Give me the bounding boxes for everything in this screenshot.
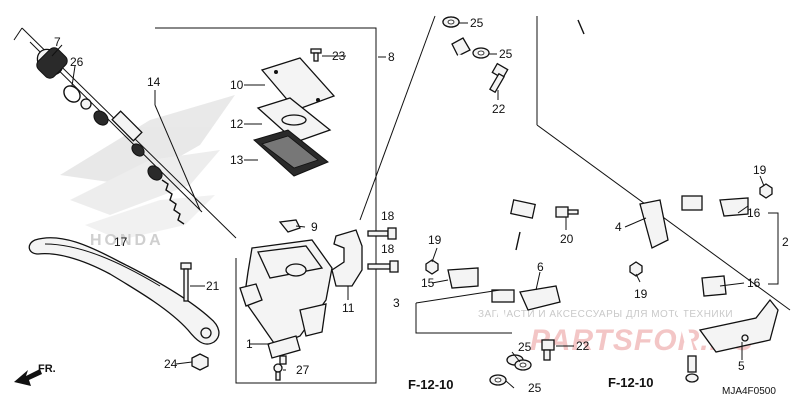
callout-6: 6: [537, 260, 544, 274]
sealing-washer-25-bottom: [489, 374, 507, 386]
bracket-5: [698, 298, 779, 353]
callout-4: 4: [615, 220, 622, 234]
clip-9: [278, 219, 301, 233]
bolt-20: [555, 206, 579, 218]
bolt-19-right-lower: [629, 261, 643, 277]
screw-23: [310, 48, 322, 62]
callout-20: 20: [560, 232, 574, 246]
oil-bolt-22-lower: [541, 339, 555, 361]
brake-switch-1: [267, 335, 301, 365]
callout-9: 9: [311, 220, 318, 234]
nut-24: [191, 353, 209, 371]
callout-14: 14: [147, 75, 161, 89]
reference-left: F-12-10: [408, 377, 454, 392]
callout-1: 1: [246, 337, 253, 351]
callout-7: 7: [54, 35, 61, 49]
bolt-18-upper: [367, 227, 397, 240]
brake-hose-5: [572, 19, 705, 383]
callout-12: 12: [230, 117, 244, 131]
callout-22-low: 22: [576, 339, 590, 353]
pivot-bolt-21: [180, 262, 192, 302]
clamp-4: [639, 199, 669, 249]
callout-21: 21: [206, 279, 220, 293]
callout-17: 17: [114, 235, 128, 249]
leader-lines: [51, 22, 779, 389]
honda-wing-watermark: [60, 95, 235, 240]
diaphragm-plate-12: [256, 97, 332, 143]
callout-13: 13: [230, 153, 244, 167]
front-direction-arrow: FR.: [14, 363, 56, 386]
callout-27: 27: [296, 363, 310, 377]
callout-18-lower: 18: [381, 242, 395, 256]
callout-labels: 7 26 14 10 12 13 23 8 9 18 18 11 17 21 2…: [54, 16, 789, 395]
callout-25-top: 25: [470, 16, 484, 30]
callout-19-right-upper: 19: [753, 163, 767, 177]
callout-3: 3: [393, 296, 400, 310]
callout-18-upper: 18: [381, 209, 395, 223]
callout-25-low: 25: [518, 340, 532, 354]
clamp-16-upper: [719, 197, 749, 217]
bolt-19-right-upper: [759, 183, 773, 199]
callout-16-lower: 16: [747, 276, 761, 290]
clamp-15: [447, 267, 479, 289]
callout-25-bottom: 25: [528, 381, 542, 395]
callout-19-right-lower: 19: [634, 287, 648, 301]
reservoir-cap-10: [260, 57, 336, 111]
callout-19-mid: 19: [428, 233, 442, 247]
callout-24: 24: [164, 357, 178, 371]
sealing-washer-25-mid: [472, 47, 490, 59]
master-cylinder-body: [239, 239, 333, 347]
clamp-16-lower: [701, 275, 727, 297]
callout-15: 15: [421, 276, 435, 290]
callout-25-mid: 25: [499, 47, 513, 61]
bolt-19-mid: [425, 259, 439, 275]
callout-5: 5: [738, 359, 745, 373]
oil-bolt-22-top: [489, 62, 509, 94]
callout-16-upper: 16: [747, 206, 761, 220]
brake-lever-17: [28, 237, 220, 345]
screw-27: [273, 363, 283, 381]
brand-watermark: HONDA: [90, 232, 164, 249]
callout-10: 10: [230, 78, 244, 92]
piston-kit-14: [29, 41, 203, 225]
callout-22-top: 22: [492, 102, 506, 116]
drawing-code: MJA4F0500: [722, 386, 776, 397]
bolt-18-lower: [367, 260, 399, 273]
diaphragm-13: [253, 129, 329, 177]
callout-26: 26: [70, 55, 84, 69]
reference-right: F-12-10: [608, 375, 654, 390]
watermark-text: ЗАПЧАСТИ И АКСЕССУАРЫ ДЛЯ МОТОТЕХНИКИ: [478, 309, 733, 320]
holder-11: [331, 229, 363, 287]
sealing-washer-25-low: [514, 359, 532, 371]
callout-23: 23: [332, 49, 346, 63]
clamp-6: [519, 285, 561, 311]
sealing-washer-25-top: [442, 16, 460, 28]
callout-11: 11: [342, 301, 355, 315]
fr-label: FR.: [38, 363, 56, 375]
callout-2: 2: [782, 235, 789, 249]
callout-8: 8: [388, 50, 395, 64]
